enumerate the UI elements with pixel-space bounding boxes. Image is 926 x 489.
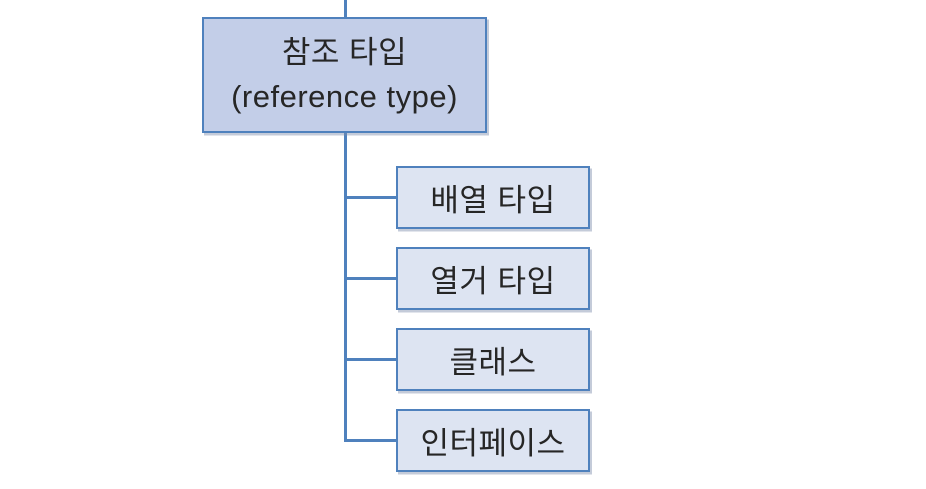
node-array-type: 배열 타입 xyxy=(396,166,590,229)
branch-line xyxy=(346,439,398,442)
branch-line xyxy=(346,277,398,280)
node-enum-type: 열거 타입 xyxy=(396,247,590,310)
node-reference-type: 참조 타입 (reference type) xyxy=(202,17,487,133)
node-reference-type-label-en: (reference type) xyxy=(231,79,458,114)
node-array-type-label: 배열 타입 xyxy=(430,183,556,218)
trunk-line-bottom xyxy=(344,131,347,442)
node-interface: 인터페이스 xyxy=(396,409,590,472)
branch-line xyxy=(346,358,398,361)
node-enum-type-label: 열거 타입 xyxy=(430,264,556,299)
branch-line xyxy=(346,196,398,199)
trunk-line-top xyxy=(344,0,347,19)
node-class-label: 클래스 xyxy=(449,345,537,380)
node-reference-type-label-ko: 참조 타입 xyxy=(281,35,408,70)
node-class: 클래스 xyxy=(396,328,590,391)
node-interface-label: 인터페이스 xyxy=(420,426,566,461)
